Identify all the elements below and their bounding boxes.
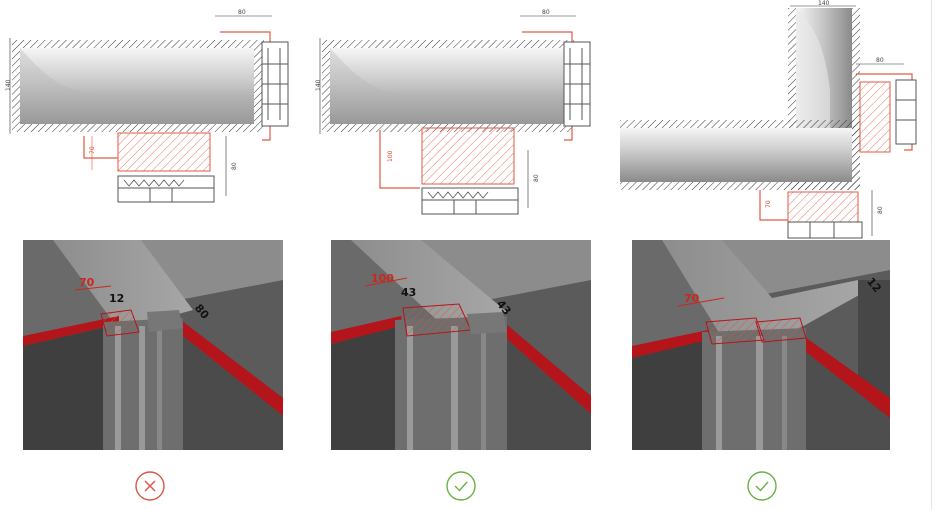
insulation-insert [117,132,211,172]
frame-edge-left [331,316,403,344]
right-edge-divider [931,0,932,510]
dim-left-height: 140 [5,79,12,91]
window-profile-bottom [787,221,863,239]
window-profile-right [895,79,917,145]
wall-top-face [662,240,868,338]
render-1: 70 12 80 [23,240,283,450]
wall-top-face [53,240,193,330]
render-2: 100 43 43 [331,240,591,450]
section-drawing-3: 140 80 70 80 [620,0,917,239]
window-profile-bottom [421,187,519,215]
dim-right-height: 80 [533,174,540,182]
dim-insert-height: 100 [387,150,394,162]
dim-side-width: 80 [876,57,884,64]
dim-right-height: 80 [877,206,884,214]
dim-gap: 12 [109,292,124,305]
wall-section [20,48,254,124]
check-circle-icon [747,471,777,501]
insulation-insert [787,191,859,223]
check-circle-icon [446,471,476,501]
dim-gap: 43 [401,286,416,299]
dim-insert-height: 70 [765,200,772,208]
render-3: 70 12 [632,240,890,450]
dim-top-width: 140 [818,0,830,7]
window-profile-column [702,328,806,450]
wall-section [330,48,564,124]
insulation-insert [705,317,765,345]
dim-insert-height: 70 [89,146,96,154]
dim-insert-width: 70 [79,276,95,289]
dim-insert-width: 70 [684,292,700,305]
insulation-insert [421,127,515,185]
frame-edge-right [173,314,283,416]
frame-edge-left [23,316,119,346]
section-drawing-2: 80 140 100 80 [315,9,591,215]
insulation-insert [402,303,472,337]
dim-top-width: 80 [238,9,246,16]
x-circle-icon [135,471,165,501]
dim-left-height: 140 [315,79,322,91]
wall-top-face [351,240,507,324]
frame-edge-right [499,318,591,414]
frame-edge-left [632,330,710,358]
section-drawing-1: 80 140 70 80 [5,9,289,203]
dim-right-height: 80 [231,162,238,170]
insulation-insert-side [859,81,891,153]
frame-edge-right [798,332,890,418]
window-profile-bottom [117,175,215,203]
dim-top-width: 80 [542,9,550,16]
